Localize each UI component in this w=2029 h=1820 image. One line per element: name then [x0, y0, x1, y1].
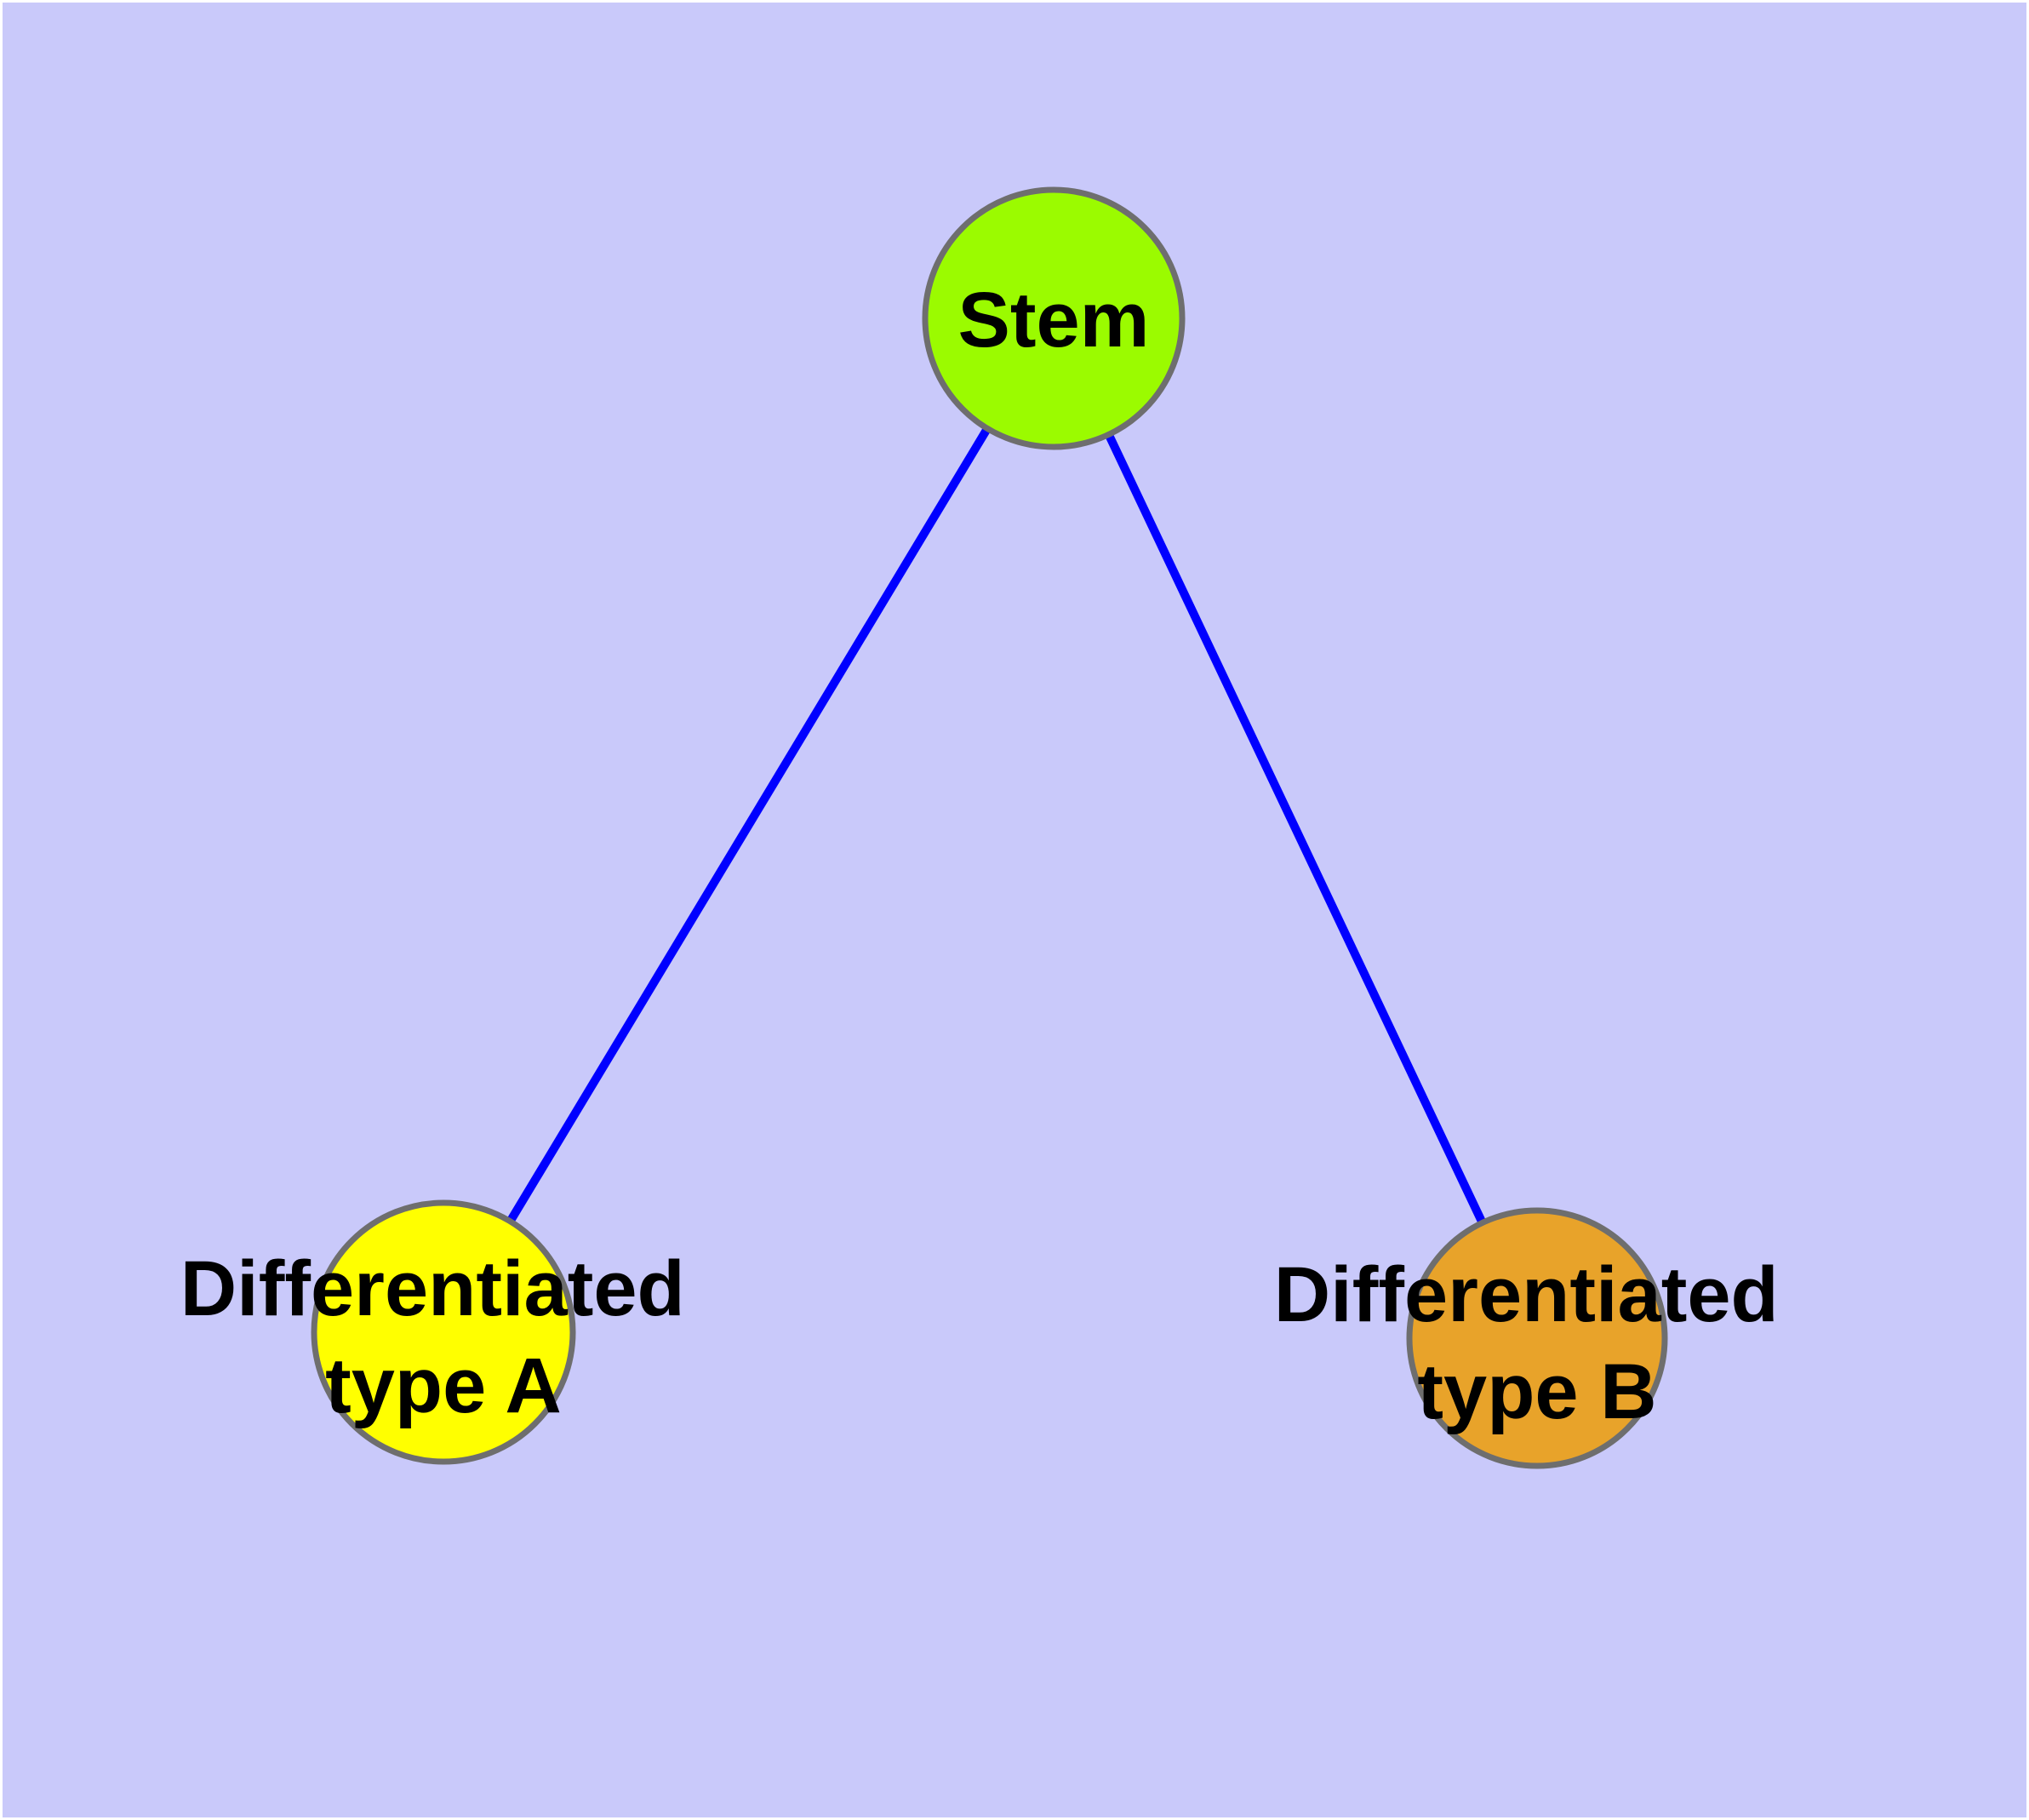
node-label-line: type B [1417, 1348, 1656, 1435]
node-stem [922, 186, 1186, 450]
node-differentiated-type-b [1406, 1207, 1668, 1469]
edge-stem-to-type-a [439, 316, 1058, 1335]
node-differentiated-type-a [311, 1199, 576, 1465]
node-label-line: Differentiated [1274, 1251, 1779, 1338]
node-label-differentiated-type-b: Differentiated type B [1274, 1251, 1801, 1435]
edge-stem-to-type-b [1049, 316, 1541, 1341]
node-label-differentiated-type-a: Differentiated type A [180, 1245, 707, 1429]
node-label-line: type A [325, 1342, 562, 1429]
node-label-stem: Stem [958, 277, 1150, 363]
node-label-line: Differentiated [180, 1245, 685, 1332]
